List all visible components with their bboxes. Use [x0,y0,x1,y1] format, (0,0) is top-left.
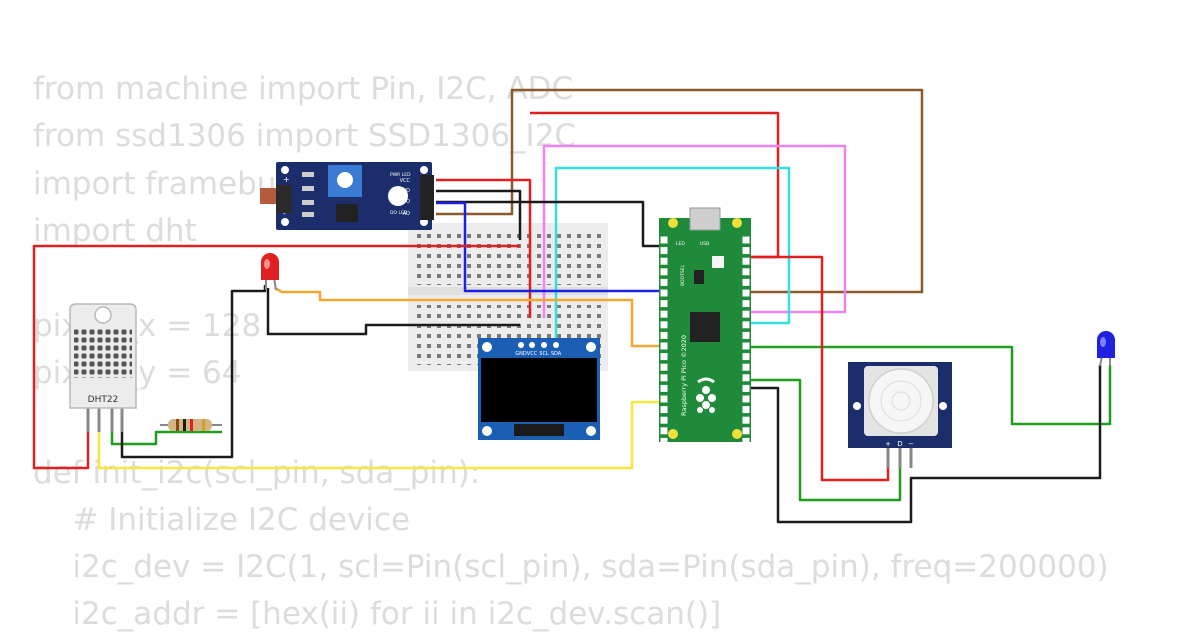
pico-pin-pad [660,278,668,286]
pico-led-label: LED [676,241,685,247]
bootsel-button[interactable] [712,256,724,268]
blue-led[interactable] [1097,331,1115,367]
ldr-do-led-label: DO LED [390,210,408,216]
pico-pin-pad [660,353,668,361]
raspberry-logo-icon [696,377,716,413]
raspberry-pi-pico[interactable]: Raspberry Pi Pico ©2020 LED USB BOOTSEL [659,207,751,445]
wire-red-ldr-vcc [436,178,532,318]
pico-pin-pad [660,310,668,318]
wire-yellow [97,400,664,470]
pico-pin-pad [660,384,668,392]
code-line: from ssd1306 import SSD1306_I2C [33,118,577,154]
pico-pin-pad [660,406,668,414]
pico-pin-pad [742,289,750,297]
pico-pin-pad [660,437,668,445]
wire-orange [274,286,664,348]
ldr-pin-do: DO [402,199,410,205]
oled-pin-scl: SCL [539,351,549,357]
wire-red-dht [32,244,520,470]
pico-pin-pad [660,289,668,297]
pico-pin-pad [742,278,750,286]
code-line: i2c_dev = I2C(1, scl=Pin(scl_pin), sda=P… [33,549,1109,585]
usb-connector [689,207,721,231]
ldr-plus-mark: + [283,175,290,184]
wire-black-ldr-gnd [436,189,664,248]
pico-pin-pad [660,236,668,244]
pico-pin-pad [742,363,750,371]
pico-pin-pad [660,363,668,371]
pico-pin-pad [742,427,750,435]
ldr-pin-ao: AO [403,211,410,217]
ldr-sensor-module[interactable]: VCC GND DO AO PWR LED DO LED + - [260,162,434,230]
pico-pin-pad [742,247,750,255]
oled-screen [481,358,597,422]
pico-pin-pad [660,300,668,308]
pico-pin-pad [660,416,668,424]
wire-cyan [554,166,791,340]
pico-pin-pad [742,374,750,382]
code-line: # Initialize I2C device [33,502,411,538]
pico-pin-pad [742,416,750,424]
wire-black-led [266,288,520,336]
pico-pin-pad [660,342,668,350]
oled-pin-gnd: GND [515,351,527,357]
pico-pin-pad [660,257,668,265]
pir-pin-gnd: − [908,440,914,448]
rp2040-chip [690,312,720,342]
pico-pin-pad [742,384,750,392]
ldr-minus-mark: - [283,209,286,218]
pico-pin-pad [742,310,750,318]
pico-pin-pad [742,437,750,445]
wire-brown [436,88,924,294]
pico-pin-pad [742,236,750,244]
code-line: i2c_addr = [hex(ii) for ii in i2c_dev.sc… [33,596,722,632]
code-line: def init_i2c(scl_pin, sda_pin): [33,455,481,491]
ldr-pin-gnd: GND [399,188,411,194]
pico-pin-header [660,236,750,445]
pico-pin-pad [742,268,750,276]
oled-display[interactable]: GND VCC SCL SDA [478,338,600,440]
pir-motion-sensor[interactable]: + D − [848,362,952,468]
pico-pin-pad [742,300,750,308]
pir-fresnel-lens [868,368,934,434]
pico-bootsel-label: BOOTSEL [680,264,686,286]
pico-pin-pad [660,331,668,339]
red-led[interactable] [261,253,279,291]
wire-green-dht [110,430,222,446]
wire-green-pir [748,378,902,502]
code-line: import framebuf [33,166,288,202]
pico-pin-pad [742,331,750,339]
pico-pin-pad [742,342,750,350]
wires [32,88,1112,524]
pico-pin-pad [660,247,668,255]
pico-pin-pad [660,427,668,435]
dht22-label: DHT22 [88,395,119,405]
oled-pin-sda: SDA [551,351,562,357]
pir-pin-data: D [897,440,902,448]
pico-pin-pad [742,395,750,403]
pico-board-label: Raspberry Pi Pico ©2020 [680,335,688,416]
oled-pin-vcc: VCC [527,351,538,357]
ldr-pwr-led-label: PWR LED [390,172,411,178]
dht22-sensor[interactable]: DHT22 [69,303,137,432]
pico-pin-pad [742,321,750,329]
pico-pin-pad [742,406,750,414]
wire-black-pir [748,365,1102,524]
pico-pin-pad [742,353,750,361]
wire-green-blueled [748,345,1112,426]
ldr-pin-vcc: VCC [400,178,411,184]
pico-pin-pad [660,268,668,276]
pico-usb-label: USB [700,241,709,247]
pico-pin-pad [660,321,668,329]
pico-pin-pad [660,374,668,382]
wire-red-pir [748,255,890,482]
resistor[interactable] [160,419,222,431]
pico-pin-pad [742,257,750,265]
wire-pink [542,144,847,318]
pico-pin-pad [660,395,668,403]
pir-pin-vcc: + [885,440,891,448]
code-line: import dht [33,213,197,249]
photoresistor [260,188,276,204]
